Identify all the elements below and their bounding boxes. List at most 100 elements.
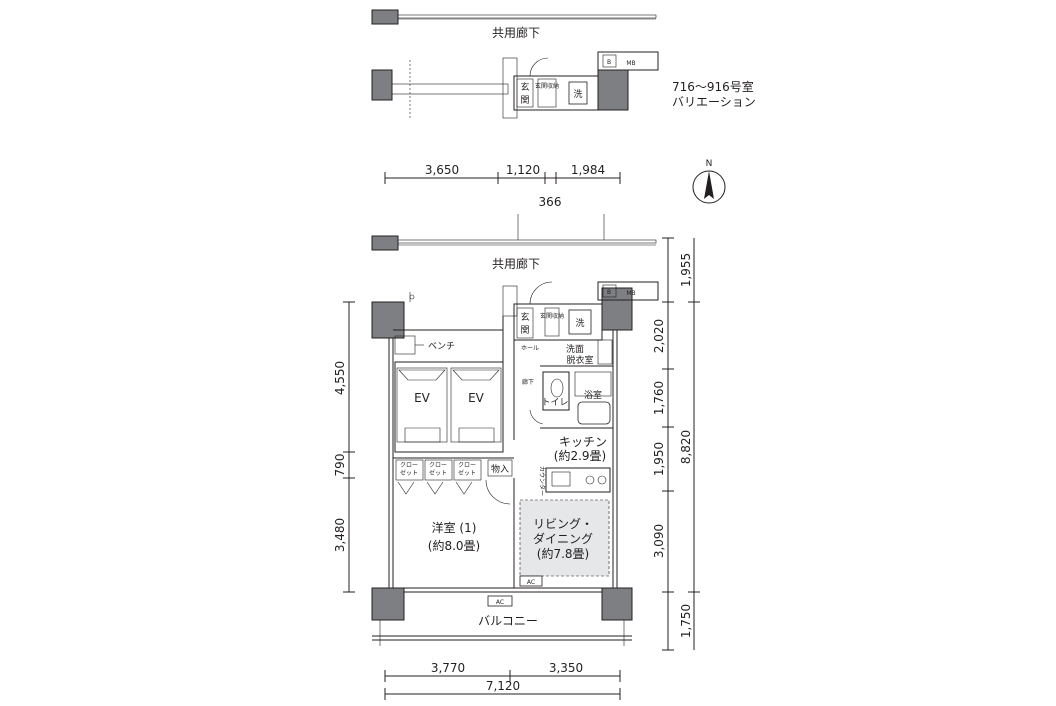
storage-box (487, 459, 513, 477)
closet-2-label-a: クロー (429, 462, 447, 469)
corridor-wall-stub (371, 235, 399, 251)
top-dim-sub: 366 (539, 195, 562, 209)
variation-corridor-label: 共用廊下 (492, 25, 540, 40)
bedroom-label-2: (約8.0畳) (428, 538, 480, 553)
right-dimensions: 1,955 2,020 1,760 1,950 3,090 1,750 8,82… (652, 237, 700, 651)
bottom-dimensions: 3,770 3,350 7,120 (384, 661, 621, 700)
column-bottom-left (371, 587, 405, 621)
vanity-box (597, 339, 613, 365)
shoe-storage-box (544, 307, 560, 337)
variation-variation-label: バリエーション (672, 95, 756, 109)
left-dim-2: 790 (333, 454, 347, 477)
entrance-inner (516, 307, 534, 339)
top-wall-strip (397, 14, 657, 19)
variation-entrance-inner (516, 78, 534, 108)
variation-shoe-box (537, 78, 557, 108)
washer-box (568, 309, 592, 335)
toilet-room-box (542, 371, 570, 411)
entrance-box (513, 303, 603, 341)
variation-entrance-2: 関 (520, 95, 529, 106)
variation-column (502, 57, 518, 119)
closet-2 (424, 459, 453, 481)
drain-mark (409, 294, 415, 300)
counter-label: カウンター (538, 466, 546, 496)
ev1-bed-head (398, 369, 446, 381)
living-dining-area (519, 499, 610, 577)
ev1-foot (404, 427, 441, 443)
sink-icon (551, 471, 571, 487)
column-top-right (601, 287, 633, 331)
bench-label: ベンチ (428, 341, 455, 352)
closet-3-label-b: ゼット (458, 469, 476, 477)
top-dim-1: 3,650 (425, 163, 459, 177)
ac-label-living: AC (527, 579, 535, 586)
living-label-3: (約7.8畳) (537, 546, 589, 561)
kitchen-counter (545, 467, 611, 493)
left-dim-3: 3,480 (333, 518, 347, 552)
top-dim-2: 1,120 (506, 163, 540, 177)
ev-zone (394, 361, 504, 453)
closet-3 (453, 459, 482, 481)
b-label: B (607, 289, 611, 296)
entrance-label-1: 玄 (520, 311, 529, 323)
wash-label: 洗 (575, 317, 584, 329)
variation-wall-left (371, 69, 393, 101)
bath-label: 浴室 (584, 389, 602, 401)
storage-label: 物入 (491, 463, 509, 475)
ev2-foot (458, 427, 495, 443)
kitchen-label-2: (約2.9畳) (554, 448, 606, 463)
variation-b-box (602, 54, 617, 68)
left-dim-1: 4,550 (333, 361, 347, 395)
ev2-bed-head (452, 369, 500, 381)
toilet-bowl-icon (550, 378, 564, 398)
entrance-label-2: 関 (520, 325, 529, 336)
ev1-box (396, 367, 448, 443)
ac-label-bottom: AC (496, 599, 504, 606)
right-dim-3: 1,760 (652, 381, 666, 415)
variation-wash-box (568, 81, 588, 105)
bathtub-icon (577, 401, 611, 425)
column-top-left (371, 301, 405, 339)
entrance-door-arc (529, 281, 553, 305)
kitchen-label-1: キッチン (559, 435, 607, 449)
bottom-dim-total: 7,120 (486, 679, 520, 693)
living-label-2: ダイニング (533, 531, 593, 546)
toilet-label: トイレ (541, 398, 568, 408)
top-wall-left-stub (371, 9, 399, 25)
left-dimensions: 4,550 790 3,480 (333, 301, 355, 593)
compass: N (692, 159, 726, 204)
variation-mb-label: MB (626, 60, 635, 67)
entrance-column (502, 285, 518, 317)
bench-box (394, 335, 416, 355)
variation-wash-label: 洗 (573, 88, 582, 100)
corridor-wall-strip (397, 239, 657, 244)
b-box (602, 284, 617, 298)
ac-unit-bottom (487, 595, 513, 607)
variation-wall-right (597, 69, 629, 111)
ev2-box (450, 367, 502, 443)
closet-3-label-a: クロー (458, 462, 476, 469)
closet-1-label-a: クロー (400, 462, 418, 469)
stove-icon (585, 475, 595, 485)
mb-label: MB (626, 290, 635, 297)
living-label-1: リビング・ (533, 517, 593, 531)
right-dim-5: 3,090 (652, 524, 666, 558)
right-dim-total: 8,820 (679, 430, 693, 464)
compass-arrow-icon (704, 171, 714, 199)
main-plan: 共用廊下 玄 関 玄関収納 洗 B MB ベンチ ホール (371, 214, 659, 646)
variation-b-label: B (607, 59, 611, 66)
variation-plan: 共用廊下 玄 関 玄関収納 洗 B MB 716〜916号室 バリエーション (371, 9, 756, 119)
hallway-label: 廊下 (522, 378, 534, 386)
ev2-label: EV (468, 391, 485, 405)
variation-entrance-1: 玄 (520, 81, 529, 93)
bottom-dim-1: 3,770 (431, 661, 465, 675)
bottom-dim-2: 3,350 (549, 661, 583, 675)
ev1-label: EV (414, 391, 431, 405)
closet-1 (395, 459, 424, 481)
top-dim-3: 1,984 (571, 163, 605, 177)
corridor-label: 共用廊下 (492, 256, 540, 271)
closet-1-label-b: ゼット (400, 469, 418, 477)
balcony-label: バルコニー (478, 614, 538, 628)
bedroom-door-arc (485, 479, 511, 505)
variation-ledge (391, 83, 509, 95)
